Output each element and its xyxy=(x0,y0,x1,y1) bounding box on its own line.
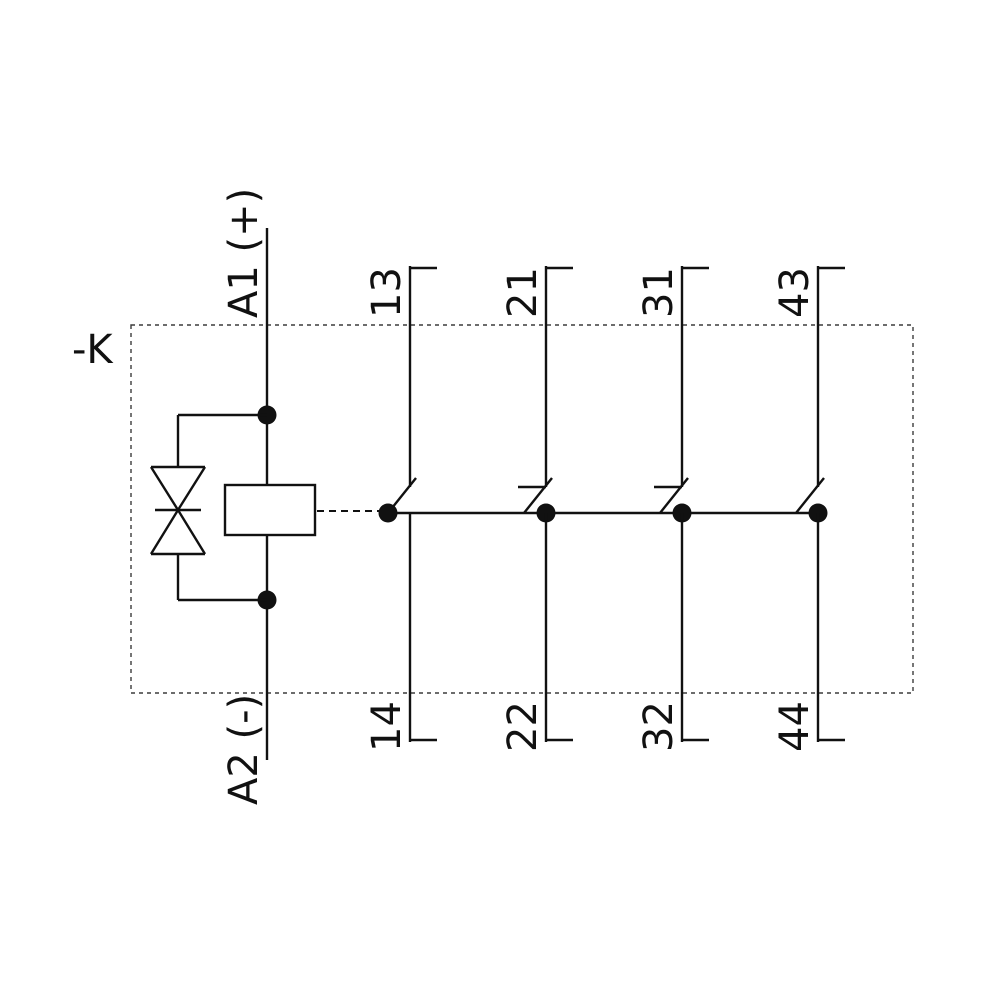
component-boundary-box xyxy=(130,324,914,694)
terminal-label-14: 14 xyxy=(364,701,410,752)
terminal-label-13: 13 xyxy=(364,267,410,318)
terminal-label-44: 44 xyxy=(772,701,818,752)
terminal-label-43: 43 xyxy=(772,267,818,318)
terminal-label-a1: A1 (+) xyxy=(221,188,267,318)
coil-symbol xyxy=(223,483,317,537)
contact-13-14: 13 14 xyxy=(364,266,437,752)
terminal-label-22: 22 xyxy=(500,701,546,752)
suppressor-upper-triangle-icon xyxy=(149,466,207,511)
device-designator-label: -K xyxy=(72,327,114,373)
contact-21-22: 21 22 xyxy=(500,266,573,752)
terminal-label-21: 21 xyxy=(500,267,546,318)
terminal-label-32: 32 xyxy=(636,701,682,752)
contact-moving-arm xyxy=(387,477,417,514)
contact-moving-arm xyxy=(795,477,825,514)
coil-branch: A1 (+) A2 (-) xyxy=(221,188,317,805)
contact-moving-arm xyxy=(659,477,689,514)
surge-suppressor-symbol xyxy=(149,413,267,602)
terminal-label-31: 31 xyxy=(636,267,682,318)
terminal-label-a2: A2 (-) xyxy=(221,694,267,805)
suppressor-lower-triangle-icon xyxy=(149,509,207,555)
contact-43-44: 43 44 xyxy=(772,266,845,752)
contact-31-32: 31 32 xyxy=(636,266,709,752)
contact-moving-arm xyxy=(523,477,553,514)
